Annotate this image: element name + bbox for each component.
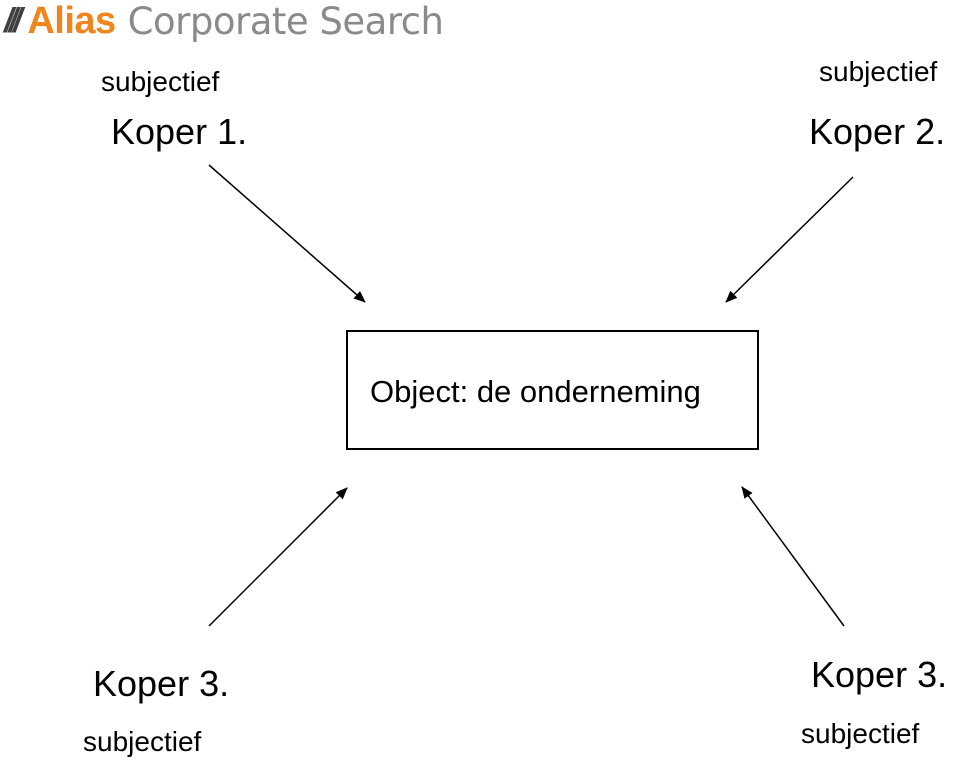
buyer-1-subjective-label: subjectief <box>101 66 220 97</box>
arrow-buyer-3-left <box>208 487 348 627</box>
buyer-3-right-subjective-label: subjectief <box>801 718 920 749</box>
buyer-2-name: Koper 2. <box>809 111 946 152</box>
arrow-buyer-3-right <box>741 486 845 627</box>
object-label: Object: de onderneming <box>370 374 701 409</box>
buyer-1-name: Koper 1. <box>111 111 248 152</box>
buyer-3-right-name: Koper 3. <box>811 654 948 695</box>
arrow-buyer-1 <box>208 164 366 303</box>
arrow-buyer-2 <box>725 176 854 303</box>
buyer-3-left-subjective-label: subjectief <box>83 726 202 757</box>
buyer-2-subjective-label: subjectief <box>819 56 938 87</box>
object-box: Object: de onderneming <box>346 330 759 450</box>
buyer-3-left-name: Koper 3. <box>93 663 230 704</box>
logo-brand: Alias <box>27 0 116 42</box>
logo: /// Alias Corporate Search <box>4 0 444 43</box>
logo-product: Corporate Search <box>127 0 444 43</box>
